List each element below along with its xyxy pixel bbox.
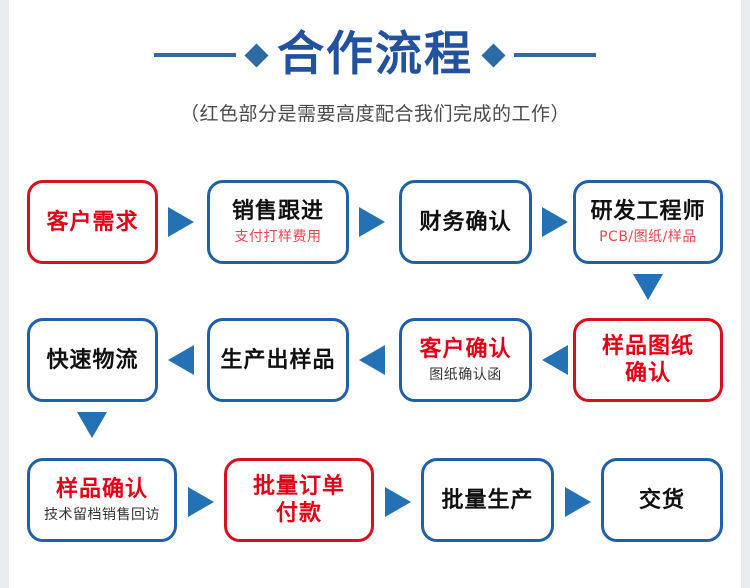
flow-node-title: 研发工程师 [590, 198, 706, 224]
flow-node-title: 生产出样品 [220, 347, 336, 373]
diamond-right-icon [481, 42, 506, 68]
flow-node-sales-followup[interactable]: 销售跟进 支付打样费用 [207, 180, 349, 264]
arrow-left-icon-r2-2 [359, 345, 385, 375]
title-row: 合作流程 [9, 22, 741, 88]
arrow-right-icon-r3-1 [188, 487, 214, 517]
flowchart-canvas: 合作流程 （红色部分是需要高度配合我们完成的工作） 客户需求 销售跟进 支付打样… [9, 0, 741, 588]
flow-node-title: 快速物流 [46, 347, 139, 373]
rule-left-decoration [154, 53, 236, 57]
page-header: 合作流程 （红色部分是需要高度配合我们完成的工作） [9, 22, 741, 126]
flow-node-customer-confirm[interactable]: 客户确认 图纸确认函 [399, 318, 532, 402]
arrow-right-icon-r3-3 [565, 487, 591, 517]
flow-node-fast-logistics[interactable]: 快速物流 [27, 318, 158, 402]
flow-node-subtitle: 技术留档销售回访 [44, 506, 160, 523]
flow-node-title: 样品确认 [55, 476, 148, 502]
arrow-down-icon-row2-to-row3 [77, 412, 107, 438]
flow-node-title: 客户确认 [419, 336, 512, 362]
page-title: 合作流程 [277, 27, 473, 82]
flow-node-delivery[interactable]: 交货 [601, 458, 723, 542]
flow-node-bulk-order-payment[interactable]: 批量订单 付款 [224, 458, 374, 542]
diamond-left-icon [244, 42, 269, 68]
flow-node-title: 交货 [638, 487, 685, 513]
flow-node-bulk-production[interactable]: 批量生产 [421, 458, 554, 542]
flow-node-title: 样品图纸 确认 [601, 334, 694, 386]
flow-node-finance-confirm[interactable]: 财务确认 [399, 180, 532, 264]
flow-node-sample-drawing-confirm[interactable]: 样品图纸 确认 [573, 318, 723, 402]
page-subtitle: （红色部分是需要高度配合我们完成的工作） [179, 103, 570, 125]
flow-node-subtitle: 支付打样费用 [234, 228, 322, 245]
flow-node-title: 批量订单 付款 [252, 474, 345, 526]
arrow-right-icon-r1-3 [542, 207, 568, 237]
flow-node-title: 客户需求 [46, 209, 139, 235]
flow-node-title: 批量生产 [441, 487, 534, 513]
flow-node-subtitle: PCB/图纸/样品 [599, 228, 697, 245]
flow-node-title: 财务确认 [419, 209, 512, 235]
flow-node-produce-sample[interactable]: 生产出样品 [207, 318, 349, 402]
arrow-down-icon-row1-to-row2 [633, 274, 663, 300]
arrow-right-icon-r1-1 [168, 207, 194, 237]
rule-right-decoration [514, 53, 596, 57]
arrow-left-icon-r2-3 [542, 345, 568, 375]
flow-node-rd-engineer[interactable]: 研发工程师 PCB/图纸/样品 [573, 180, 723, 264]
flow-node-customer-requirement[interactable]: 客户需求 [27, 180, 158, 264]
flow-node-title: 销售跟进 [231, 198, 324, 224]
arrow-left-icon-r2-1 [168, 345, 194, 375]
arrow-right-icon-r3-2 [385, 487, 411, 517]
arrow-right-icon-r1-2 [359, 207, 385, 237]
flow-node-subtitle: 图纸确认函 [429, 366, 502, 383]
flow-node-sample-confirm[interactable]: 样品确认 技术留档销售回访 [27, 458, 177, 542]
